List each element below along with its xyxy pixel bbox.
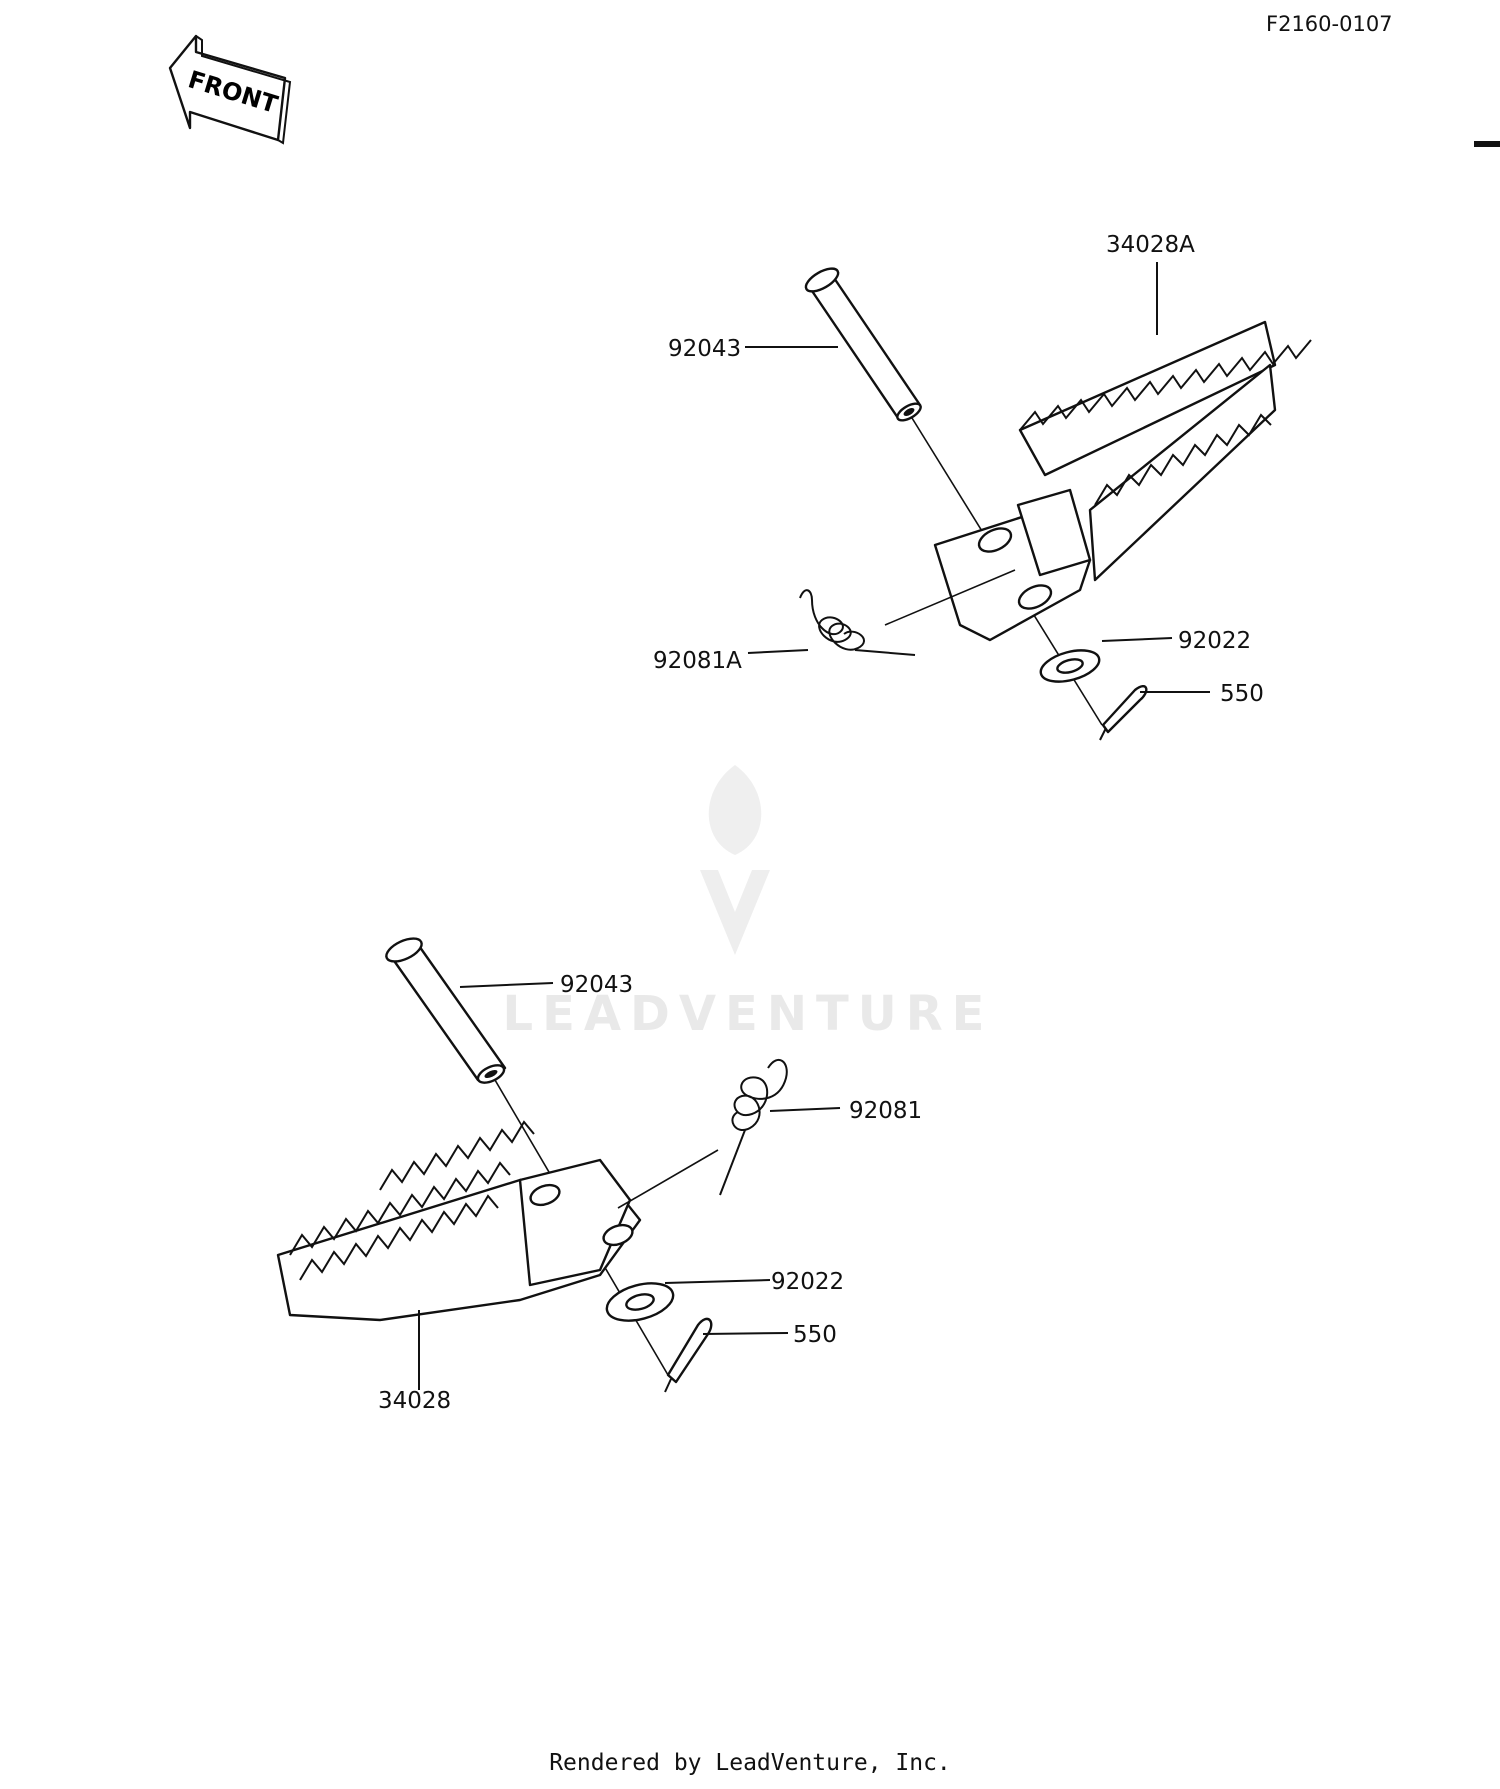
diagram-code: F2160-0107	[1266, 12, 1393, 36]
callout-92043-lower: 92043	[560, 972, 633, 998]
lower-pivot-pin	[385, 937, 507, 1084]
lower-assembly: 92043 92081 92022 550 34028	[276, 937, 922, 1414]
callout-92022-lower: 92022	[771, 1269, 844, 1295]
upper-pivot-pin	[804, 267, 922, 422]
callout-92043-upper: 92043	[668, 336, 741, 362]
upper-cotter-pin	[1099, 685, 1148, 741]
lower-cotter-pin	[664, 1317, 713, 1393]
upper-torsion-spring	[799, 569, 1016, 656]
callout-550-upper: 550	[1220, 681, 1264, 707]
upper-washer	[1039, 649, 1101, 683]
upper-assembly: 34028A 92043 92081A 92022 550	[653, 232, 1312, 741]
lower-washer	[605, 1282, 675, 1322]
lower-torsion-spring	[617, 1058, 788, 1209]
upper-footpeg	[933, 320, 1312, 642]
render-credit: Rendered by LeadVenture, Inc.	[549, 1750, 951, 1776]
callout-92022-upper: 92022	[1178, 628, 1251, 654]
callout-550-lower: 550	[793, 1322, 837, 1348]
callout-92081: 92081	[849, 1098, 922, 1124]
lower-footpeg	[276, 1120, 642, 1322]
front-arrow-icon: FRONT	[168, 34, 292, 145]
leadventure-watermark: LEADVENTURE	[503, 765, 994, 1042]
callout-34028: 34028	[378, 1388, 451, 1414]
edge-mark	[1474, 141, 1500, 147]
watermark-text: LEADVENTURE	[503, 986, 994, 1042]
callout-34028A: 34028A	[1106, 232, 1195, 258]
callout-92081A: 92081A	[653, 648, 742, 674]
